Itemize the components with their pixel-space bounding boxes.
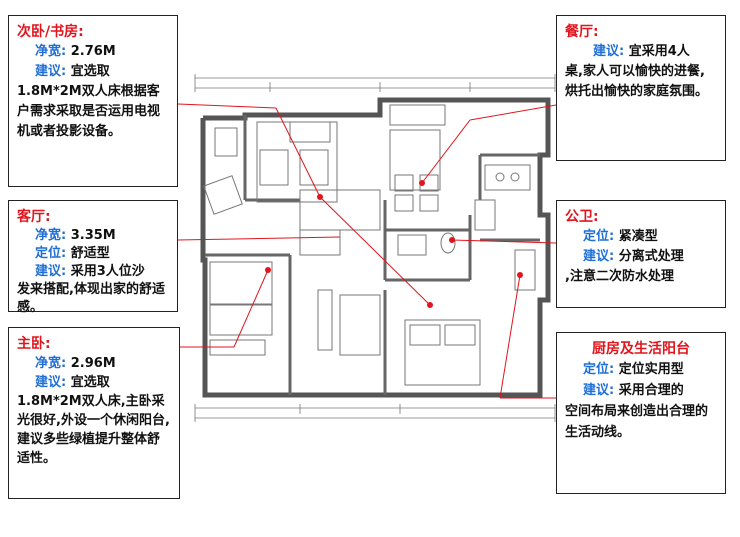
- living-room-suggest-row: 建议: 采用3人位沙: [17, 263, 169, 281]
- position-value: 定位实用型: [618, 362, 684, 377]
- master-bedroom-suggest-text: 1.8M*2M双人床,主卧采光很好,外设一个休闲阳台,建议多些绿植提升整体舒适性…: [17, 394, 170, 466]
- dining-room-callout: 餐厅: 建议: 宜采用4人 桌,家人可以愉快的进餐,烘托出愉快的家庭氛围。: [556, 15, 726, 161]
- dimension-lines: [194, 74, 556, 422]
- dining-room-suggest-row: 建议: 宜采用4人: [565, 42, 717, 62]
- living-room-pos-row: 定位: 舒适型: [17, 245, 169, 263]
- suggest-value: 宜选取: [70, 64, 110, 79]
- interior-walls: [205, 115, 540, 395]
- walls: [200, 97, 551, 398]
- leader-lines: [177, 103, 557, 399]
- bathroom-suggest-row: 建议: 分离式处理: [565, 247, 717, 267]
- bathroom-callout: 公卫: 定位: 紧凑型 建议: 分离式处理 ,注意二次防水处理: [556, 200, 726, 308]
- suggest-value: 分离式处理: [618, 249, 684, 264]
- suggest-key: 建议:: [35, 64, 67, 79]
- secondary-bedroom-net-row: 净宽: 2.76M: [17, 42, 169, 62]
- suggest-value: 宜采用4人: [628, 44, 690, 59]
- secondary-bedroom-title: 次卧/书房:: [17, 24, 84, 40]
- leader-dots: [265, 180, 523, 308]
- suggest-key: 建议:: [593, 44, 625, 59]
- dining-room-suggest-text: 桌,家人可以愉快的进餐,烘托出愉快的家庭氛围。: [565, 64, 709, 99]
- living-room-callout: 客厅: 净宽: 3.35M 定位: 舒适型 建议: 采用3人位沙 发来搭配,体现…: [8, 200, 178, 315]
- furniture: [203, 104, 536, 386]
- kitchen-suggest-row: 建议: 采用合理的: [565, 380, 717, 401]
- bathroom-pos-row: 定位: 紧凑型: [565, 227, 717, 247]
- suggest-key: 建议:: [35, 264, 67, 279]
- suggest-key: 建议:: [35, 375, 67, 390]
- net-width-key: 净宽:: [35, 228, 67, 243]
- kitchen-callout: 厨房及生活阳台 定位: 定位实用型 建议: 采用合理的 空间布局来创造出合理的生…: [556, 332, 726, 494]
- net-width-key: 净宽:: [35, 356, 67, 371]
- net-width-key: 净宽:: [35, 44, 67, 59]
- kitchen-suggest-text: 空间布局来创造出合理的生活动线。: [565, 404, 709, 440]
- kitchen-pos-row: 定位: 定位实用型: [565, 359, 717, 380]
- dining-room-title: 餐厅:: [565, 24, 599, 40]
- secondary-bedroom-callout: 次卧/书房: 净宽: 2.76M 建议: 宜选取 1.8M*2M双人床根据客户需…: [8, 15, 178, 187]
- living-room-suggest-text: 发来搭配,体现出家的舒适感。: [17, 282, 165, 315]
- bathroom-title: 公卫:: [565, 209, 599, 225]
- suggest-key: 建议:: [583, 249, 615, 264]
- position-value: 紧凑型: [618, 229, 658, 244]
- master-bedroom-suggest-row: 建议: 宜选取: [17, 373, 171, 392]
- secondary-bedroom-suggest-text: 1.8M*2M双人床根据客户需求采取是否运用电视机或者投影设备。: [17, 84, 161, 139]
- suggest-value: 宜选取: [70, 375, 110, 390]
- position-key: 定位:: [35, 246, 67, 261]
- net-width-value: 3.35M: [70, 228, 116, 243]
- living-room-title: 客厅:: [17, 209, 51, 225]
- net-width-value: 2.76M: [70, 44, 116, 59]
- position-value: 舒适型: [70, 246, 110, 261]
- position-key: 定位:: [583, 362, 615, 377]
- suggest-value: 采用3人位沙: [70, 264, 145, 279]
- net-width-value: 2.96M: [70, 356, 116, 371]
- kitchen-title: 厨房及生活阳台: [592, 341, 690, 357]
- suggest-key: 建议:: [583, 383, 615, 398]
- position-key: 定位:: [583, 229, 615, 244]
- master-bedroom-net-row: 净宽: 2.96M: [17, 354, 171, 373]
- bathroom-suggest-text: ,注意二次防水处理: [565, 269, 674, 284]
- suggest-value: 采用合理的: [618, 383, 684, 398]
- master-bedroom-callout: 主卧: 净宽: 2.96M 建议: 宜选取 1.8M*2M双人床,主卧采光很好,…: [8, 327, 180, 499]
- living-room-net-row: 净宽: 3.35M: [17, 227, 169, 245]
- secondary-bedroom-suggest-row: 建议: 宜选取: [17, 62, 169, 82]
- master-bedroom-title: 主卧:: [17, 336, 51, 352]
